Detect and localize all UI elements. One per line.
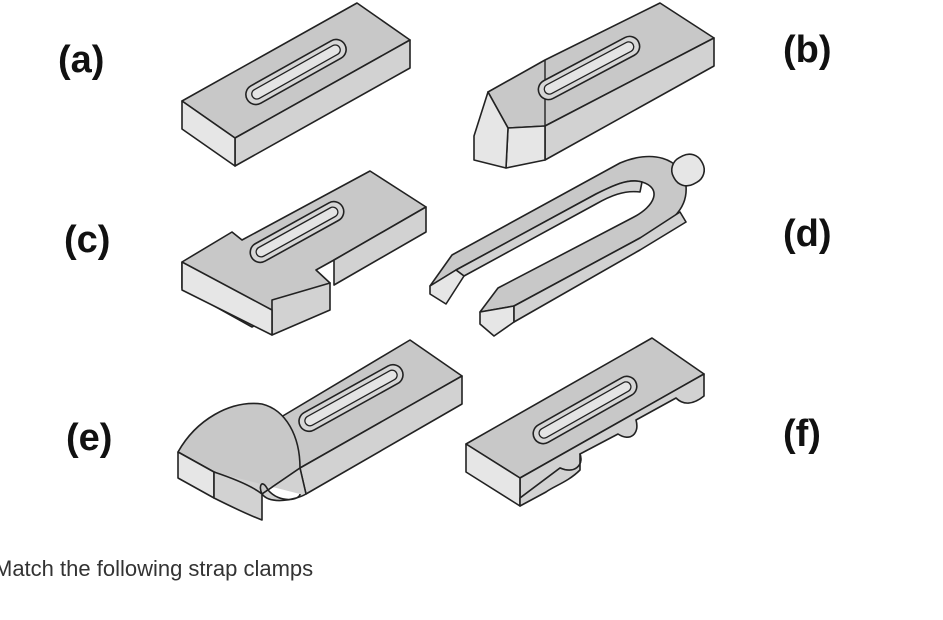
clamp-a (181, 2, 411, 167)
clamp-f (465, 337, 705, 507)
clamp-c (181, 170, 427, 336)
question-caption: Match the following strap clamps (0, 556, 314, 581)
label-f: (f) (783, 413, 821, 455)
label-c: (c) (64, 219, 110, 261)
label-a: (a) (58, 39, 104, 81)
label-e: (e) (66, 417, 112, 459)
label-b: (b) (783, 29, 832, 71)
label-d: (d) (783, 213, 832, 255)
clamp-d (429, 153, 706, 337)
clamp-e (177, 339, 463, 521)
clamp-b (473, 2, 715, 169)
